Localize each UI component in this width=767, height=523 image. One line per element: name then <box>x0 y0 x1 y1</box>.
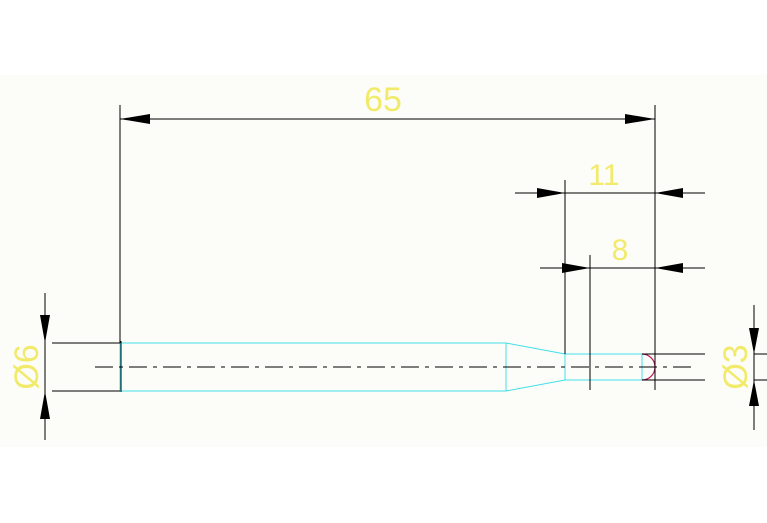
label-diam3[interactable]: Ø3 <box>717 344 755 389</box>
arrow-bottom-diam3 <box>749 380 759 406</box>
label-diam6[interactable]: Ø6 <box>8 344 46 389</box>
arrow-left-11 <box>537 188 565 198</box>
arrow-left-8 <box>562 263 590 273</box>
drawing-area[interactable] <box>0 75 767 447</box>
arrow-top-diam6 <box>40 315 50 343</box>
dimension-tip-11[interactable]: 11 <box>515 159 705 354</box>
label-65[interactable]: 65 <box>364 81 402 119</box>
arrow-right-11 <box>655 188 683 198</box>
dimension-diameter-right[interactable]: Ø3 <box>642 305 767 430</box>
dimension-tip-8[interactable]: 8 <box>540 234 705 390</box>
dimension-diameter-left[interactable]: Ø6 <box>8 293 120 440</box>
arrow-right-8 <box>655 263 683 273</box>
arrow-right-65 <box>625 114 655 124</box>
arrow-top-diam3 <box>749 328 759 354</box>
label-8[interactable]: 8 <box>612 234 629 267</box>
dimension-overall-length[interactable]: 65 <box>119 81 656 390</box>
label-11[interactable]: 11 <box>588 159 619 192</box>
arrow-bottom-diam6 <box>40 391 50 419</box>
arrow-left-65 <box>120 114 150 124</box>
taper-top-edge[interactable] <box>505 342 566 355</box>
taper-bottom-edge[interactable] <box>505 379 566 392</box>
